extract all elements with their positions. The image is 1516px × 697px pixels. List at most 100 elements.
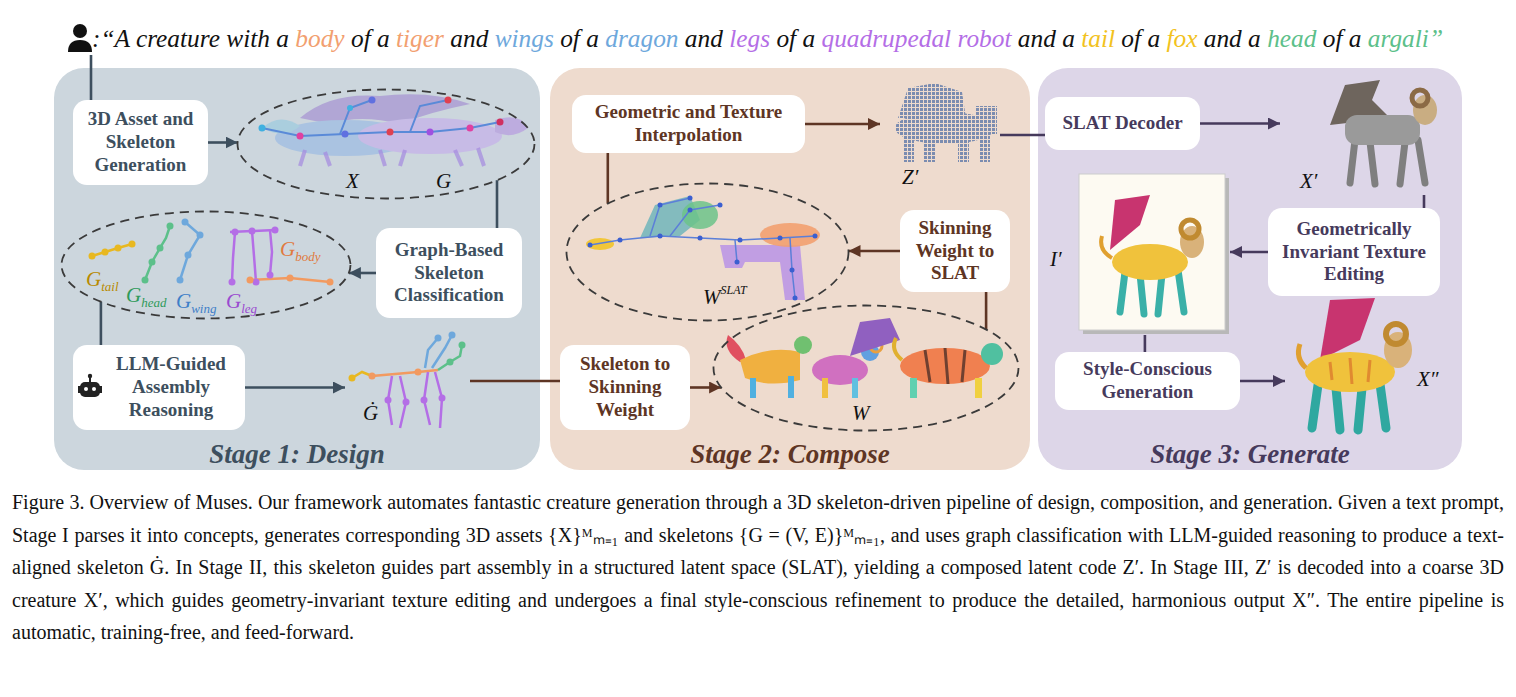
classified-skeletons (92, 244, 132, 256)
symbol-label: Z′ (902, 165, 918, 189)
classified-skeletons (232, 232, 235, 282)
slat-weights-art (590, 236, 815, 245)
math-label: Gwing (176, 290, 216, 315)
slat-weights-art (778, 236, 783, 241)
process-box: Style-Conscious Generation (1055, 352, 1240, 410)
prompt-word: of a (351, 23, 390, 53)
assembled-joints (349, 332, 466, 406)
skinning-art (850, 318, 900, 356)
ellipse-outline (236, 88, 536, 200)
skeleton-joints (247, 277, 254, 284)
skinning-art (925, 348, 965, 384)
asset-art (497, 119, 504, 126)
box-label: Style-Conscious Generation (1061, 358, 1234, 404)
assembled-joints (459, 342, 466, 349)
slat-weights-art (738, 238, 743, 243)
stage-panel: Stage 1: Design3D Asset and Skeleton Gen… (54, 68, 540, 470)
connector (245, 386, 345, 389)
edited-image-art (1079, 174, 1229, 334)
box-label: Geometrically Invariant Texture Editing (1274, 218, 1434, 286)
asset-art (300, 150, 305, 166)
voxel-art (890, 80, 1000, 165)
dashed-ellipse: GtailGheadGwingGlegGbody (60, 210, 352, 320)
figure-region: I′ (1045, 170, 1230, 335)
ellipse-outline (567, 184, 849, 321)
symbol-label: G (280, 237, 295, 261)
final-creature-art (1320, 298, 1375, 360)
slat-weights-art (588, 243, 593, 248)
ellipse-outline (238, 90, 535, 199)
assembled-skeleton (438, 345, 462, 370)
process-box: Graph-Based Skeleton Classification (376, 228, 522, 318)
asset-art (358, 118, 502, 154)
skeleton-joints (229, 279, 236, 286)
coarse-creature-art (1370, 142, 1375, 184)
prompt-word: of a (776, 23, 815, 53)
symbol-label: Ġ (363, 401, 378, 425)
skeleton-joints (167, 223, 174, 230)
prompt-word: fox (1166, 23, 1197, 53)
stage-panel: Stage 3: GenerateSLAT DecoderX′Geometric… (1038, 68, 1462, 470)
process-box: SLAT Decoder (1045, 97, 1200, 150)
slat-weights-art (590, 198, 815, 298)
edited-image-art (1158, 274, 1162, 314)
asset-art (262, 94, 528, 156)
connector (690, 386, 721, 389)
skinning-art (750, 378, 756, 398)
prompt-word: and a (1018, 23, 1075, 53)
symbol-label: G (176, 289, 191, 313)
connector (1230, 251, 1268, 254)
process-box: Geometrically Invariant Texture Editing (1268, 208, 1440, 296)
symbol-label: W (703, 285, 721, 309)
skeleton-joints (129, 241, 136, 248)
process-box: Skeleton to Skinning Weight (560, 345, 690, 430)
classified-skeletons (145, 226, 170, 280)
final-creature-art (1298, 344, 1306, 368)
box-label: Skeleton to Skinning Weight (566, 353, 684, 421)
ellipse-outline (714, 306, 1019, 431)
slat-weights-art (688, 208, 693, 213)
prompt-word: body (295, 23, 344, 53)
robot-icon (78, 374, 102, 397)
connector (496, 180, 499, 228)
box-label: Skinning Weight to SLAT (906, 217, 1004, 285)
connector (100, 302, 103, 345)
prompt-word: dragon (605, 23, 678, 53)
math-label: Gleg (226, 290, 257, 315)
caption-text: Figure 3. Overview of Muses. Our framewo… (12, 491, 1504, 643)
final-creature-art (1358, 388, 1362, 430)
box-label: Geometric and Texture Interpolation (578, 101, 799, 147)
asset-art (455, 150, 462, 166)
final-creature-art (1298, 298, 1412, 430)
connector (805, 123, 880, 126)
asset-art (342, 131, 349, 138)
math-label: I′ (1050, 248, 1062, 270)
coarse-creature-art (1345, 115, 1420, 145)
process-box: Geometric and Texture Interpolation (572, 95, 805, 153)
assembled-joints (403, 399, 410, 406)
coarse-creature-art (1350, 140, 1425, 184)
edited-image-art (1101, 236, 1112, 258)
asset-art (467, 125, 474, 132)
skeleton-joints (253, 279, 260, 286)
classified-skeletons (180, 222, 200, 280)
math-label: Z′ (902, 166, 918, 188)
assembled-joints (421, 397, 428, 404)
prompt-line (90, 55, 93, 100)
math-label: Gbody (280, 238, 320, 263)
asset-art (259, 125, 266, 132)
symbol-label: G (86, 267, 101, 291)
connector (1144, 335, 1147, 352)
skeleton-joints (177, 277, 184, 284)
skeleton-joints (272, 227, 279, 234)
skeleton-joints (149, 259, 156, 266)
slat-weights-art (658, 203, 663, 208)
robot-icon (88, 374, 92, 378)
asset-art (478, 148, 484, 166)
slat-weights-art (790, 268, 795, 273)
coarse-creature-art (1413, 95, 1437, 125)
skinning-art (894, 338, 902, 360)
prompt-word: and (450, 23, 488, 53)
slat-weights-art (670, 205, 720, 236)
math-label: G (436, 170, 451, 192)
